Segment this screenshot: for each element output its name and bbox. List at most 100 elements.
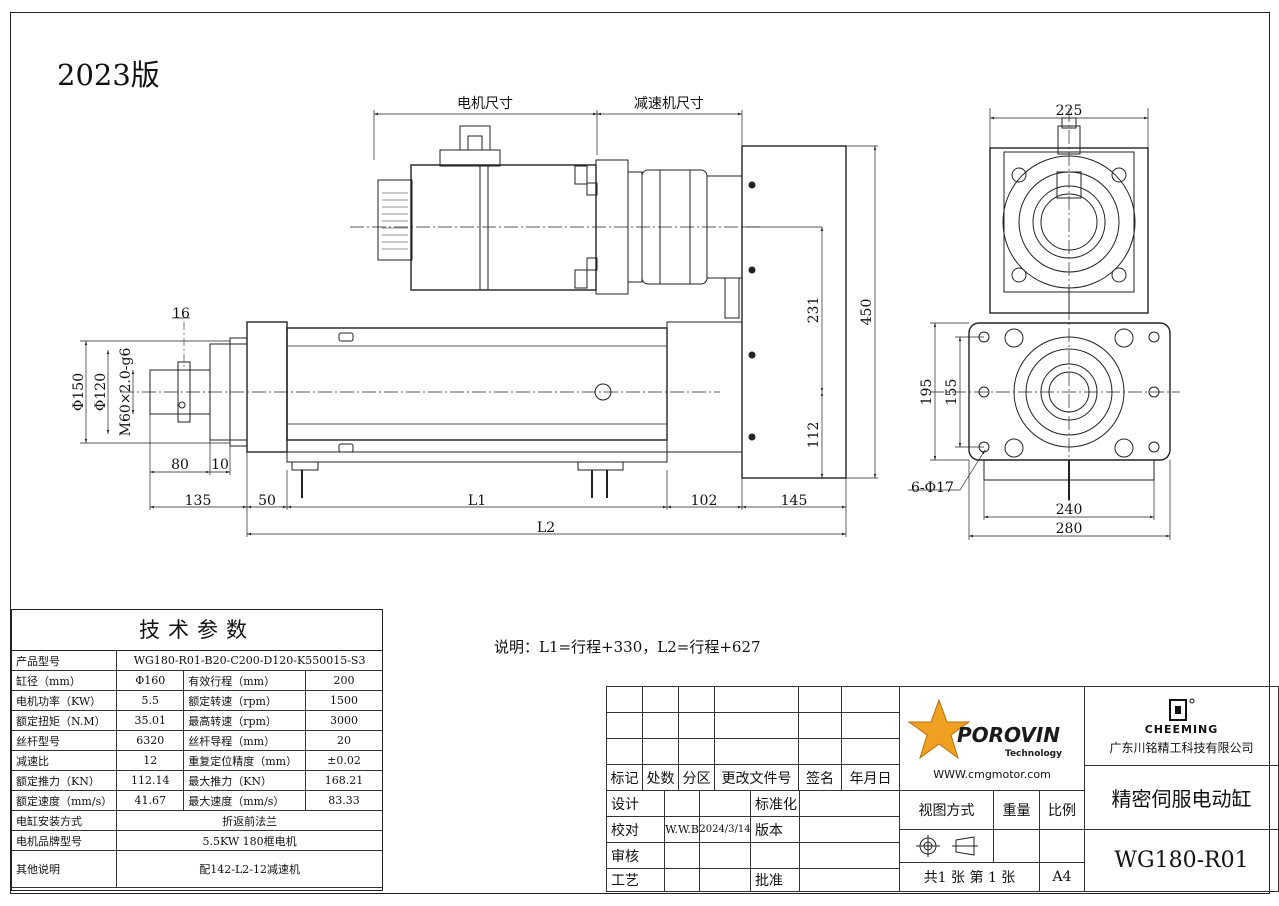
param-value: Φ160 xyxy=(116,670,185,691)
param-label: 丝杆导程（mm） xyxy=(183,730,306,751)
param-label: 有效行程（mm） xyxy=(183,670,306,691)
param-value: 200 xyxy=(305,670,382,691)
table-row: 产品型号 WG180-R01-B20-C200-D120-K550015-S3 xyxy=(12,651,382,671)
paper-size: A4 xyxy=(1039,862,1085,892)
param-value: 83.33 xyxy=(305,790,382,811)
dim-240: 240 xyxy=(1056,502,1083,518)
projection-symbol xyxy=(899,829,994,863)
table-row: 其他说明 配142-L2-12减速机 xyxy=(12,850,382,888)
reducer xyxy=(627,169,743,319)
param-label: 其他说明 xyxy=(12,850,118,888)
dim-120: Φ120 xyxy=(93,373,109,411)
param-value: 35.01 xyxy=(116,710,185,731)
param-value: 12 xyxy=(116,750,185,771)
dim-motor-size: 电机尺寸 xyxy=(457,96,513,112)
table-row: 缸径（mm） Φ160 有效行程（mm） 200 xyxy=(12,670,382,691)
drawing-frame xyxy=(10,12,1270,894)
param-value: 3000 xyxy=(305,710,382,731)
dim-450: 450 xyxy=(859,299,875,326)
drawing-number: WG180-R01 xyxy=(1084,829,1279,892)
dim-155: 155 xyxy=(944,379,960,406)
dim-195: 195 xyxy=(919,379,935,406)
param-label: 额定推力（KN） xyxy=(12,770,118,791)
header-date: 年月日 xyxy=(841,764,900,791)
svg-text:Technology: Technology xyxy=(1005,749,1062,759)
param-label: 丝杆型号 xyxy=(12,730,118,751)
tech-params-table: 技术参数 产品型号 WG180-R01-B20-C200-D120-K55001… xyxy=(11,609,383,891)
header-mark: 标记 xyxy=(606,764,643,791)
param-value: 168.21 xyxy=(305,770,382,791)
param-label: 额定扭矩（N.M） xyxy=(12,710,118,731)
tech-params-title: 技术参数 xyxy=(12,610,382,651)
dim-l2: L2 xyxy=(537,520,555,536)
cylinder-body xyxy=(246,321,743,498)
param-value: 20 xyxy=(305,730,382,751)
header-docno: 更改文件号 xyxy=(714,764,799,791)
label-weight: 重量 xyxy=(993,790,1040,830)
title-block: 标记 处数 分区 更改文件号 签名 年月日 设计 标准化 校对 W.W.B 20… xyxy=(606,686,1279,892)
dim-50: 50 xyxy=(258,493,276,509)
param-label: 缸径（mm） xyxy=(12,670,118,691)
header-sign: 签名 xyxy=(798,764,842,791)
table-row: 电缸安装方式 折返前法兰 xyxy=(12,810,382,831)
param-label: 最大推力（KN） xyxy=(183,770,306,791)
cheeming-mark: CHEEMING xyxy=(1144,722,1219,736)
dim-holes: 6-Φ17 xyxy=(911,480,954,496)
label-revision: 版本 xyxy=(750,816,800,843)
svg-text:POROVIN: POROVIN xyxy=(957,723,1060,747)
label-scale: 比例 xyxy=(1039,790,1085,830)
label-approve: 批准 xyxy=(750,868,800,892)
param-value: ±0.02 xyxy=(305,750,382,771)
param-value: WG180-R01-B20-C200-D120-K550015-S3 xyxy=(116,651,382,671)
dim-225: 225 xyxy=(1056,103,1083,119)
check-date: 2024/3/14 xyxy=(699,816,751,843)
checker-name: W.W.B xyxy=(664,816,700,843)
param-value: 6320 xyxy=(116,730,185,751)
dim-150: Φ150 xyxy=(71,373,87,411)
param-value: 112.14 xyxy=(116,770,185,791)
param-value: 折返前法兰 xyxy=(116,810,382,831)
dim-102: 102 xyxy=(691,493,718,509)
param-label: 重复定位精度（mm） xyxy=(183,750,306,771)
porovin-logo: POROVIN Technology xyxy=(906,698,1062,760)
param-label: 最大速度（mm/s） xyxy=(183,790,306,811)
table-row: 额定扭矩（N.M） 35.01 最高转速（rpm） 3000 xyxy=(12,710,382,731)
note-text: 说明：L1=行程+330，L2=行程+627 xyxy=(494,638,761,656)
label-review: 审核 xyxy=(606,842,665,869)
company-name: 广东川铭精工科技有限公司 xyxy=(1109,740,1254,755)
param-label: 最高转速（rpm） xyxy=(183,710,306,731)
dim-145: 145 xyxy=(781,493,808,509)
dim-16: 16 xyxy=(172,306,190,322)
param-value: 41.67 xyxy=(116,790,185,811)
dim-280: 280 xyxy=(1056,521,1083,537)
product-name: 精密伺服电动缸 xyxy=(1084,765,1279,830)
param-label: 电机品牌型号 xyxy=(12,830,118,851)
param-label: 产品型号 xyxy=(12,651,118,671)
dim-231: 231 xyxy=(806,297,822,324)
header-zone: 分区 xyxy=(678,764,715,791)
param-label: 减速比 xyxy=(12,750,118,771)
dim-80: 80 xyxy=(171,457,189,473)
cheeming-icon xyxy=(1168,698,1194,721)
table-row: 电机品牌型号 5.5KW 180框电机 xyxy=(12,830,382,851)
param-label: 电机功率（KW） xyxy=(12,690,118,711)
param-value: 1500 xyxy=(305,690,382,711)
label-view-method: 视图方式 xyxy=(899,790,994,830)
param-label: 电缸安装方式 xyxy=(12,810,118,831)
company-block: CHEEMING 广东川铭精工科技有限公司 xyxy=(1084,686,1279,766)
projection-icon xyxy=(915,835,978,857)
param-label: 额定转速（rpm） xyxy=(183,690,306,711)
dim-thread: M60×2.0-g6 xyxy=(118,348,134,437)
header-count: 处数 xyxy=(642,764,679,791)
servo-motor xyxy=(377,125,629,295)
side-view xyxy=(930,108,1180,505)
dim-135: 135 xyxy=(185,493,212,509)
sheet-count: 共1 张 第 1 张 xyxy=(899,862,1040,892)
label-standard: 标准化 xyxy=(750,790,800,817)
side-plate xyxy=(741,145,847,479)
label-check: 校对 xyxy=(606,816,665,843)
table-row: 丝杆型号 6320 丝杆导程（mm） 20 xyxy=(12,730,382,751)
logo-block: POROVIN Technology WWW.cmgmotor.com xyxy=(899,686,1085,791)
param-value: 5.5 xyxy=(116,690,185,711)
